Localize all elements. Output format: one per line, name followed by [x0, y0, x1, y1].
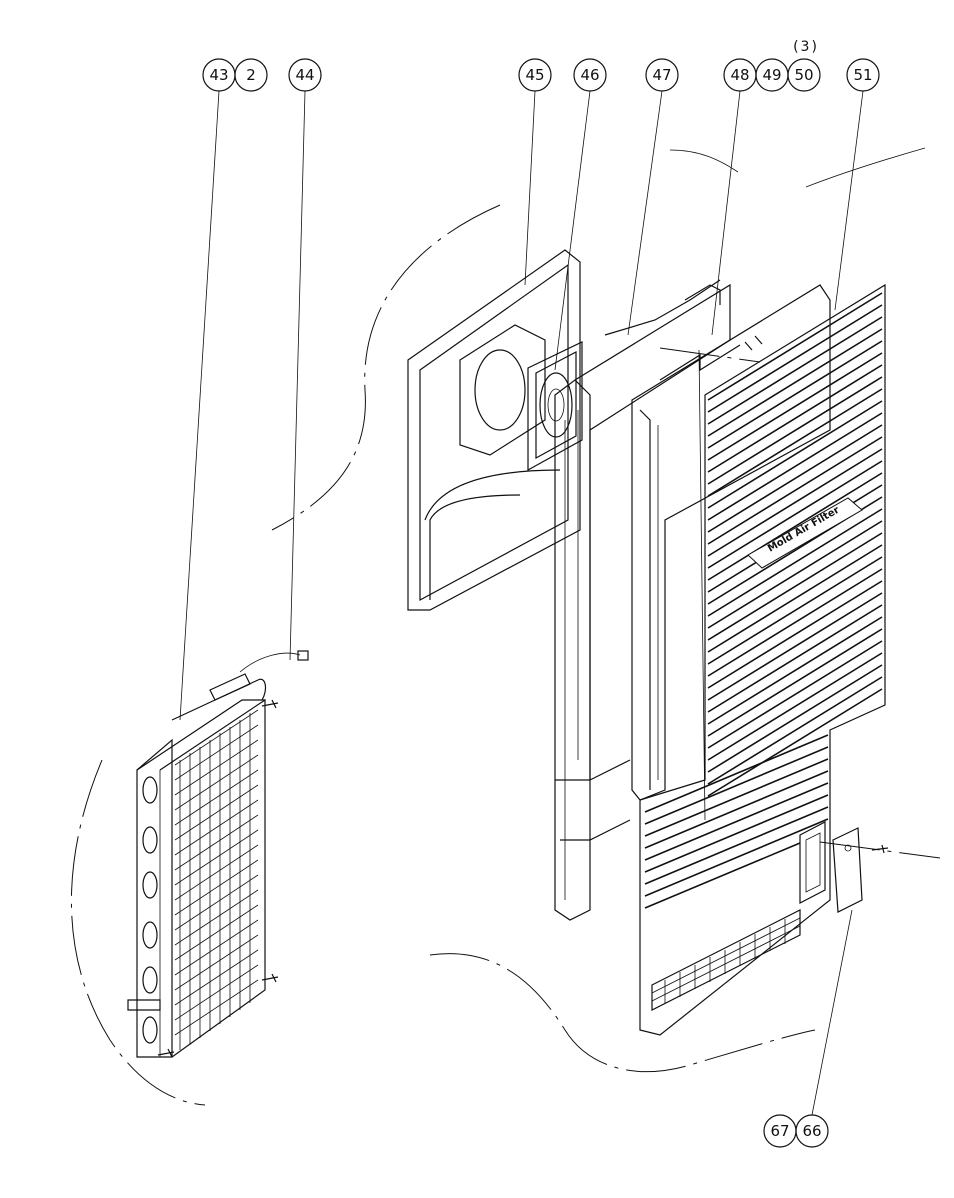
lower-vent-louvers: [651, 909, 801, 1011]
switch-cover-plate: [832, 827, 889, 913]
callout-48-label: 48: [730, 66, 749, 84]
callout-47-label: 47: [652, 66, 671, 84]
center-housing: [554, 279, 731, 921]
callout-44: 44: [288, 58, 322, 92]
fan-motor: [527, 341, 583, 472]
control-switch-recess: [799, 821, 826, 904]
front-frame: [631, 284, 831, 801]
callout-49-label: 49: [762, 66, 781, 84]
callout-49: 49: [755, 58, 789, 92]
callout-2: 2: [234, 58, 268, 92]
callout-43-label: 43: [209, 66, 228, 84]
callout-44-label: 44: [295, 66, 314, 84]
evaporator-coil: [127, 650, 309, 1058]
leader-lines: [179, 90, 864, 1116]
coil-fins: [174, 709, 259, 1050]
callout-51-label: 51: [853, 66, 872, 84]
callout-43: 43: [202, 58, 236, 92]
callout-46: 46: [573, 58, 607, 92]
callout-45-label: 45: [525, 66, 544, 84]
callout-67: 67: [763, 1114, 797, 1148]
callout-66: 66: [795, 1114, 829, 1148]
mounting-screw-icon: [157, 699, 279, 1058]
callout-46-label: 46: [580, 66, 599, 84]
coil-return-bends: [142, 776, 158, 1044]
callout-47: 47: [645, 58, 679, 92]
cover-screw-icon: [871, 844, 889, 854]
callout-50: 50: [787, 58, 821, 92]
callout-51: 51: [846, 58, 880, 92]
callout-67-label: 67: [770, 1122, 789, 1140]
grille-slats: [644, 292, 883, 909]
callout-45: 45: [518, 58, 552, 92]
front-grille-cover: Mold Air Filter: [639, 283, 886, 1036]
callout-bubbles: 43 2 44 45 46 47 48 49: [202, 39, 880, 1148]
assembly-guide-lines: [71, 147, 941, 1106]
quantity-note: (3): [793, 39, 819, 55]
callout-66-label: 66: [802, 1122, 821, 1140]
callout-48: 48: [723, 58, 757, 92]
callout-2-label: 2: [246, 66, 256, 84]
callout-50-label: 50: [794, 66, 813, 84]
sensor-tube: [171, 650, 309, 721]
fan-shroud-panel: [407, 249, 581, 611]
